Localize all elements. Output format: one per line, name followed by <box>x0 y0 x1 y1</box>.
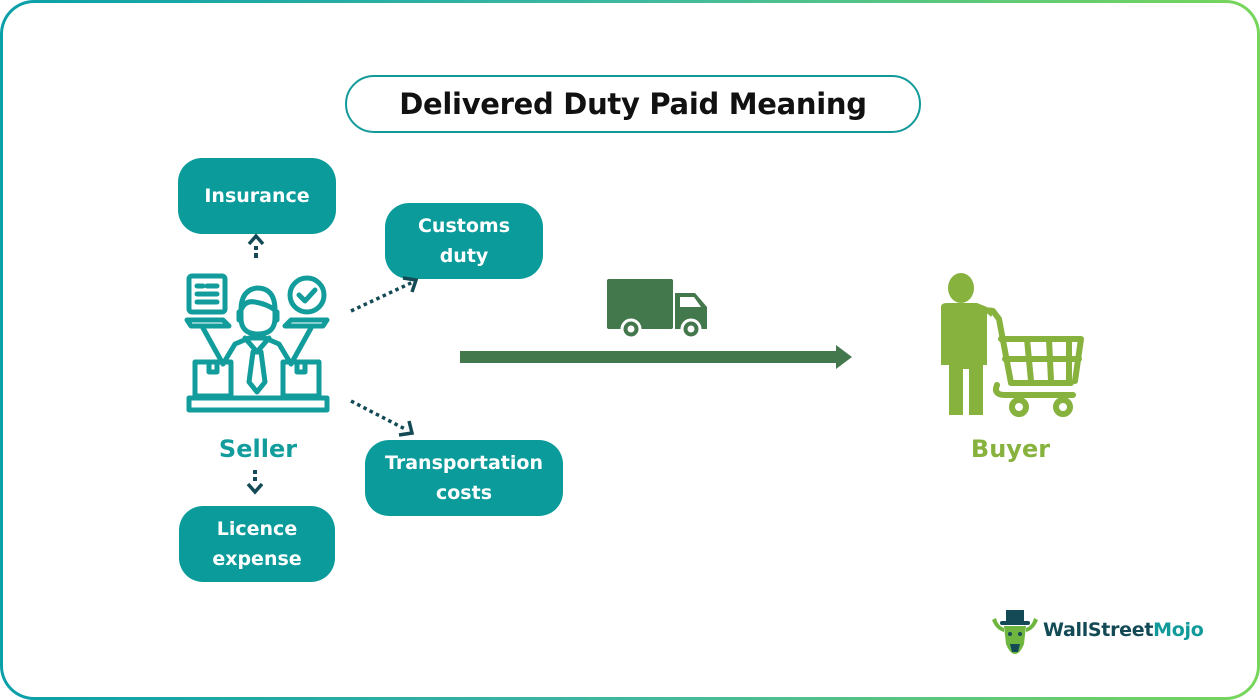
arrow-down-licence-icon <box>246 470 264 495</box>
dotted-arrows-layer <box>246 233 419 495</box>
shopper-with-cart-icon <box>941 273 1084 417</box>
diagram-title: Delivered Duty Paid Meaning <box>345 75 921 133</box>
cost-box-licence-expense: Licence expense <box>179 506 335 582</box>
cost-label-line2: costs <box>435 482 493 504</box>
delivery-truck-icon <box>607 279 707 337</box>
cost-label-line1: Licence <box>216 518 298 540</box>
cost-label-line1: Transportation <box>384 452 543 474</box>
cost-box-insurance: Insurance <box>178 158 336 234</box>
cost-label-line2: expense <box>212 548 302 570</box>
cost-label-line2: duty <box>439 245 489 267</box>
cost-label: Insurance <box>204 185 310 207</box>
seller-label: Seller <box>218 435 298 463</box>
arrow-upright-customs-icon <box>350 276 419 313</box>
diagram-canvas: Delivered Duty Paid Meaning Insurance Cu… <box>3 3 1257 697</box>
wallstreetmojo-bull-logo-icon <box>992 610 1038 654</box>
brand-wordmark: WallStreetMojo <box>1043 619 1204 641</box>
cost-box-transportation-costs: Transportation costs <box>365 440 563 516</box>
cost-label-line1: Customs <box>417 215 511 237</box>
brand-name-part1: WallStreet <box>1043 619 1154 641</box>
arrow-downright-transport-icon <box>350 399 415 437</box>
buyer-label: Buyer <box>970 435 1051 463</box>
cost-box-customs-duty: Customs duty <box>385 203 543 279</box>
seller-to-buyer-arrow-icon <box>460 345 852 369</box>
arrow-up-insurance-icon <box>247 233 265 258</box>
diagram-title-text: Delivered Duty Paid Meaning <box>399 87 867 121</box>
brand-name-part2: Mojo <box>1153 619 1204 641</box>
seller-person-with-boxes-icon <box>184 273 330 413</box>
